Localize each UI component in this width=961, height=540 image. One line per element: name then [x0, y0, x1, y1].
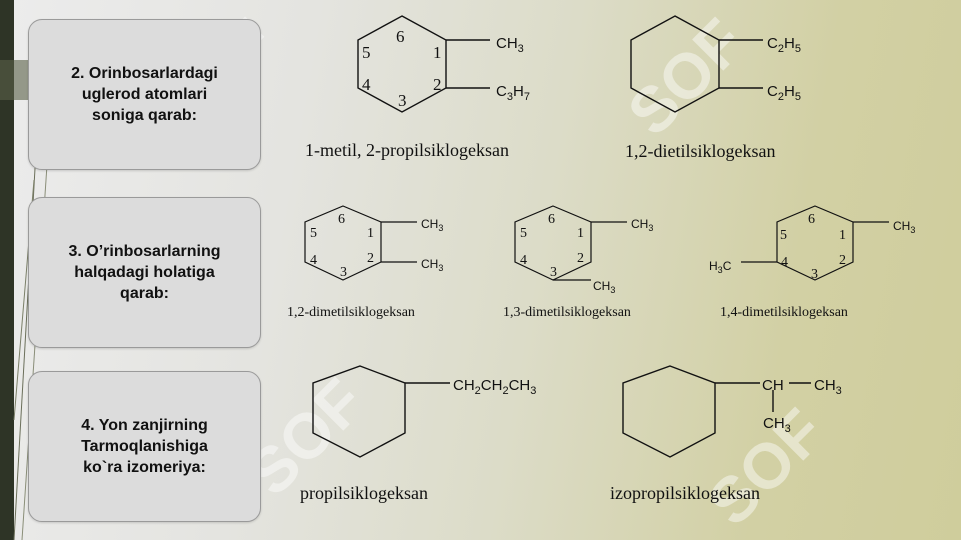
substituent-ethyl: C2H5	[767, 83, 801, 103]
ring-number: 4	[520, 253, 527, 268]
substituent-methyl: CH3	[893, 219, 915, 235]
molecule-name: 1,4-dimetilsiklogeksan	[720, 305, 848, 320]
ring-number: 6	[338, 212, 345, 227]
ring-number: 3	[550, 265, 557, 280]
ring-number: 5	[310, 226, 317, 241]
molecule-name: 1,2-dietilsiklogeksan	[625, 141, 776, 161]
ring-number: 4	[310, 253, 317, 268]
ring-number: 3	[398, 91, 407, 110]
card-label: 4. Yon zanjirning Tarmoqlanishiga ko`ra …	[81, 417, 208, 476]
cyclohexane-ring	[304, 205, 417, 281]
substituent-propyl: C3H7	[496, 83, 530, 103]
ring-number: 3	[811, 267, 818, 282]
ring-number: 4	[362, 75, 371, 94]
card-label: 3. O’rinbosarlarning halqadagi holatiga …	[68, 243, 221, 302]
cyclohexane-ring	[312, 365, 450, 458]
ring-number: 5	[780, 228, 787, 243]
ring-number: 6	[548, 212, 555, 227]
molecule-1-4-dimethyl-cyclohexane: 6 5 1 4 2 3 CH3 H3C	[709, 205, 915, 282]
cyclohexane-ring	[622, 365, 811, 458]
ring-number: 1	[433, 43, 442, 62]
molecule-1-2-dimethyl-cyclohexane: 6 5 1 4 2 3 CH3 CH3	[304, 205, 443, 281]
ring-number: 5	[520, 226, 527, 241]
substituent-methyl: CH3	[421, 257, 443, 273]
ring-number: 1	[577, 226, 584, 241]
substituent-ethyl: C2H5	[767, 35, 801, 55]
molecule-name: 1,3-dimetilsiklogeksan	[503, 305, 631, 320]
ring-number: 3	[340, 265, 347, 280]
ring-number: 1	[367, 226, 374, 241]
cyclohexane-ring	[630, 15, 763, 113]
substituent-ch: CH	[762, 377, 784, 394]
substituent-methyl: H3C	[709, 259, 732, 275]
substituent-methyl: CH3	[814, 377, 842, 397]
ring-number: 2	[433, 75, 442, 94]
molecule-name: 1-metil, 2-propilsiklogeksan	[305, 140, 509, 160]
ring-number: 6	[808, 212, 815, 227]
category-card-chain-branching: 4. Yon zanjirning Tarmoqlanishiga ko`ra …	[28, 371, 261, 522]
ring-number: 6	[396, 27, 405, 46]
ring-number: 1	[839, 228, 846, 243]
ring-number: 5	[362, 43, 371, 62]
substituent-methyl: CH3	[421, 217, 443, 233]
category-card-ring-position: 3. O’rinbosarlarning halqadagi holatiga …	[28, 197, 261, 348]
card-label: 2. Orinbosarlardagi uglerod atomlari son…	[71, 65, 218, 124]
molecule-isopropyl-cyclohexane: CH CH3 CH3	[622, 365, 842, 458]
cyclohexane-ring	[514, 205, 627, 281]
ring-number: 4	[781, 255, 788, 270]
category-card-carbon-count: 2. Orinbosarlardagi uglerod atomlari son…	[28, 19, 261, 170]
substituent-propyl-chain: CH2CH2CH3	[453, 377, 536, 397]
substituent-methyl: CH3	[631, 217, 653, 233]
molecule-name: propilsiklogeksan	[300, 483, 428, 503]
left-accent-block	[0, 60, 30, 100]
molecule-name: 1,2-dimetilsiklogeksan	[287, 305, 415, 320]
molecule-name: izopropilsiklogeksan	[610, 483, 760, 503]
substituent-methyl: CH3	[763, 415, 791, 435]
cyclohexane-ring	[741, 205, 889, 281]
molecule-1-3-dimethyl-cyclohexane: 6 5 1 4 2 3 CH3 CH3	[514, 205, 653, 295]
substituent-methyl: CH3	[496, 35, 524, 55]
molecule-propyl-cyclohexane: CH2CH2CH3	[312, 365, 536, 458]
ring-number: 2	[839, 253, 846, 268]
ring-number: 2	[367, 251, 374, 266]
molecule-methyl-propyl-cyclohexane: 6 5 1 4 2 3 CH3 C3H7	[357, 15, 530, 113]
cyclohexane-ring	[357, 15, 490, 113]
ring-number: 2	[577, 251, 584, 266]
left-accent-bar	[0, 0, 14, 540]
molecule-diethyl-cyclohexane: C2H5 C2H5	[630, 15, 801, 113]
substituent-methyl: CH3	[593, 279, 615, 295]
